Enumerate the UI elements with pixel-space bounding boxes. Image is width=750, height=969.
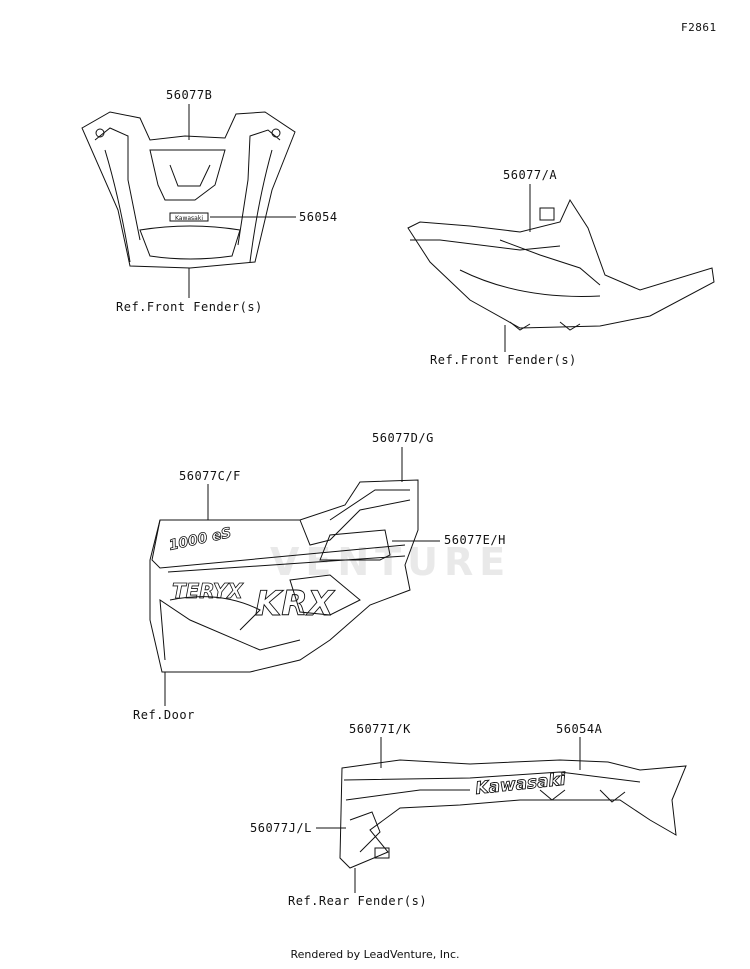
label-56054: 56054 — [299, 210, 338, 224]
label-ref-front-fender-1: Ref.Front Fender(s) — [116, 300, 263, 314]
door-panel-part — [149, 479, 419, 673]
front-fender-side-part — [407, 198, 715, 331]
label-56077b: 56077B — [166, 88, 213, 102]
hood-badge-text: Kawasaki — [175, 215, 203, 222]
label-56077a: 56077/A — [503, 168, 558, 182]
footer-credit: Rendered by LeadVenture, Inc. — [290, 948, 460, 961]
figure-id: F2861 — [681, 21, 717, 34]
door-logo-text: KRX — [255, 584, 336, 624]
label-56077jl: 56077J/L — [250, 821, 312, 835]
label-ref-door: Ref.Door — [133, 708, 195, 722]
label-56077dg: 56077D/G — [372, 431, 434, 445]
label-56077eh: 56077E/H — [444, 533, 506, 547]
rear-brand-text: Kawasaki — [474, 769, 567, 798]
label-56077cf: 56077C/F — [179, 469, 241, 483]
door-brand-text: TERYX — [172, 579, 244, 603]
label-ref-front-fender-2: Ref.Front Fender(s) — [430, 353, 577, 367]
label-56054a: 56054A — [556, 722, 603, 736]
label-ref-rear-fender: Ref.Rear Fender(s) — [288, 894, 428, 908]
rear-fender-part — [339, 759, 687, 869]
leader-lines — [164, 104, 581, 893]
front-hood-part — [81, 111, 296, 269]
label-56077ik: 56077I/K — [349, 722, 411, 736]
door-model-text: 1000 eS — [168, 525, 233, 554]
